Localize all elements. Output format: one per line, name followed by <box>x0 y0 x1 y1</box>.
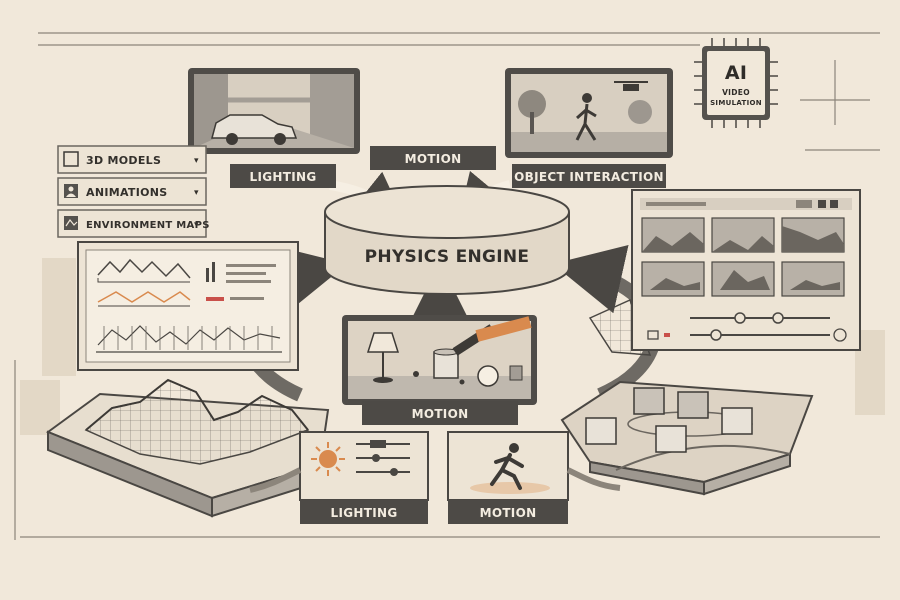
lamp-icon <box>366 332 400 383</box>
label-bar <box>300 500 428 524</box>
physics-engine: PHYSICS ENGINE <box>324 185 570 295</box>
timeline-handle[interactable] <box>734 312 746 324</box>
menu-item-animations[interactable]: ANIMATIONS ▾ <box>64 184 199 199</box>
timeline-handle[interactable] <box>710 329 722 341</box>
motion-runner-panel <box>447 431 569 501</box>
cubes-tray <box>560 380 814 496</box>
chevron-down-icon: ▾ <box>194 188 199 198</box>
square-icon <box>63 151 79 167</box>
car-icon <box>211 114 298 145</box>
person-walking-icon <box>575 93 597 141</box>
lighting-scene-panel <box>188 68 360 154</box>
ball-icon <box>477 365 499 387</box>
chevron-down-icon: ▾ <box>194 156 199 166</box>
lighting-slider[interactable] <box>390 468 398 476</box>
label-bar <box>448 500 568 524</box>
asset-menu <box>57 145 207 238</box>
label-bar <box>512 164 666 188</box>
menu-item-environment-maps[interactable]: ENVIRONMENT MAPS ▾ <box>64 216 210 231</box>
motion-scene-panel <box>342 315 537 405</box>
menu-item-label: ENVIRONMENT MAPS <box>86 220 210 231</box>
video-timeline-panel <box>588 189 861 356</box>
menu-item-3d-models[interactable]: 3D MODELS ▾ <box>63 151 199 167</box>
ai-chip-icon: AI VIDEO SIMULATION <box>694 38 778 128</box>
chip-title: AI <box>725 62 747 84</box>
chip-line-1: VIDEO <box>722 88 750 97</box>
background-lines <box>14 32 880 540</box>
lighting-slider[interactable] <box>372 454 380 462</box>
lighting-controls-panel <box>299 431 429 501</box>
label-bar <box>230 164 336 188</box>
lighting-slider[interactable] <box>370 440 386 448</box>
object-interaction-scene-panel <box>505 68 673 158</box>
close-icon[interactable] <box>647 330 659 340</box>
menu-item-label: 3D MODELS <box>86 154 161 167</box>
label-bar <box>370 146 496 170</box>
cup-icon <box>433 348 459 379</box>
motion-label-top: MOTION <box>405 152 462 166</box>
label-bar <box>362 401 518 425</box>
map-icon <box>64 216 78 230</box>
background-block <box>20 380 60 435</box>
chevron-down-icon: ▾ <box>194 220 199 230</box>
lighting-label-top: LIGHTING <box>250 170 317 184</box>
drone-icon <box>614 81 648 91</box>
tree-icon <box>518 90 546 134</box>
graph-panel <box>42 241 299 376</box>
timeline-handle[interactable] <box>772 312 784 324</box>
physics-engine-label: PHYSICS ENGINE <box>365 247 530 267</box>
terrain-tray <box>45 378 330 518</box>
menu-item-label: ANIMATIONS <box>86 186 168 199</box>
chip-line-2: SIMULATION <box>710 99 762 107</box>
motion-label-bottom: MOTION <box>480 506 537 520</box>
motion-label-center: MOTION <box>412 407 469 421</box>
object-interaction-label: OBJECT INTERACTION <box>514 170 664 184</box>
sun-icon <box>311 442 345 476</box>
runner-icon <box>490 443 524 490</box>
chevron-down-icon[interactable] <box>833 328 847 342</box>
lighting-label-bottom: LIGHTING <box>331 506 398 520</box>
